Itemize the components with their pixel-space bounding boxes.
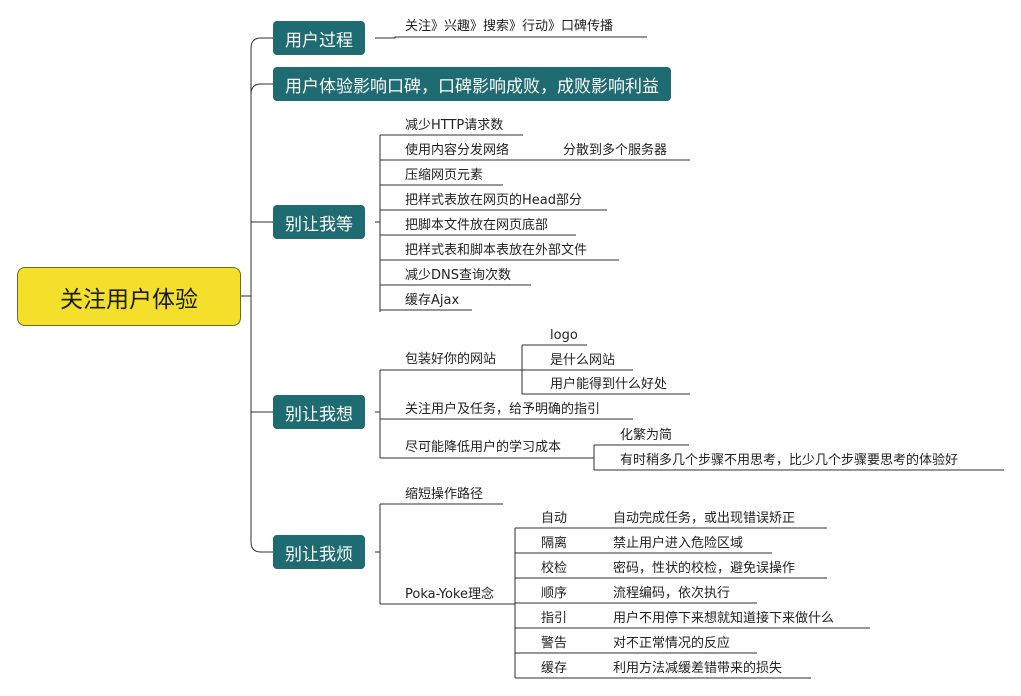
wait-item[interactable]: 把脚本文件放在网页底部 xyxy=(405,218,549,233)
poka-item-desc[interactable]: 利用方法减缓差错带来的损失 xyxy=(613,661,783,676)
wait-item[interactable]: 使用内容分发网络 xyxy=(405,143,510,158)
topic-dont-wait[interactable]: 别让我等 xyxy=(273,205,365,239)
think-package-child[interactable]: logo xyxy=(550,328,578,343)
poka-item-name[interactable]: 隔离 xyxy=(541,536,568,551)
annoy-shorten[interactable]: 缩短操作路径 xyxy=(405,487,484,502)
root-topic[interactable]: 关注用户体验 xyxy=(17,267,241,326)
think-package-child[interactable]: 用户能得到什么好处 xyxy=(550,377,668,392)
think-learning[interactable]: 尽可能降低用户的学习成本 xyxy=(405,440,562,455)
wait-item[interactable]: 压缩网页元素 xyxy=(405,168,484,183)
poka-item-name[interactable]: 缓存 xyxy=(541,661,568,676)
annoy-poka-yoke[interactable]: Poka-Yoke理念 xyxy=(405,587,494,602)
poka-item-desc[interactable]: 密码，性状的校检，避免误操作 xyxy=(613,561,796,576)
topic-user-process[interactable]: 用户过程 xyxy=(273,21,365,55)
think-guidance[interactable]: 关注用户及任务，给予明确的指引 xyxy=(405,402,601,417)
poka-item-desc[interactable]: 用户不用停下来想就知道接下来做什么 xyxy=(613,611,835,626)
poka-item-desc[interactable]: 对不正常情况的反应 xyxy=(613,636,731,651)
wait-item[interactable]: 把样式表和脚本表放在外部文件 xyxy=(405,243,588,258)
topic-word-of-mouth[interactable]: 用户体验影响口碑，口碑影响成败，成败影响利益 xyxy=(273,67,671,101)
poka-item-name[interactable]: 自动 xyxy=(541,511,568,526)
wait-item[interactable]: 缓存Ajax xyxy=(405,293,460,308)
topic-dont-think[interactable]: 别让我想 xyxy=(273,395,365,429)
poka-item-name[interactable]: 校检 xyxy=(541,561,568,576)
user-process-underline xyxy=(375,36,647,39)
think-learning-child[interactable]: 有时稍多几个步骤不用思考，比少几个步骤要思考的体验好 xyxy=(620,453,959,468)
think-package[interactable]: 包装好你的网站 xyxy=(405,352,497,367)
poka-item-name[interactable]: 指引 xyxy=(541,611,568,626)
wait-item[interactable]: 把样式表放在网页的Head部分 xyxy=(405,193,582,208)
trunk-to-word-of-mouth xyxy=(250,83,273,296)
poka-item-desc[interactable]: 禁止用户进入危险区域 xyxy=(613,536,744,551)
think-learning-child[interactable]: 化繁为简 xyxy=(620,428,673,443)
wait-item-cdn-note[interactable]: 分散到多个服务器 xyxy=(563,143,668,158)
trunk-to-user-process xyxy=(250,37,273,296)
poka-item-desc[interactable]: 流程编码，依次执行 xyxy=(613,586,731,601)
topic-dont-annoy[interactable]: 别让我烦 xyxy=(273,535,365,569)
poka-item-name[interactable]: 警告 xyxy=(541,636,568,651)
poka-item-desc[interactable]: 自动完成任务，或出现错误矫正 xyxy=(613,511,796,526)
user-process-steps[interactable]: 关注》兴趣》搜索》行动》口碑传播 xyxy=(405,19,614,34)
wait-item[interactable]: 减少DNS查询次数 xyxy=(405,268,511,283)
trunk-to-dont-annoy xyxy=(250,296,273,553)
wait-item[interactable]: 减少HTTP请求数 xyxy=(405,118,504,133)
think-package-child[interactable]: 是什么网站 xyxy=(550,353,616,368)
poka-item-name[interactable]: 顺序 xyxy=(541,586,568,601)
